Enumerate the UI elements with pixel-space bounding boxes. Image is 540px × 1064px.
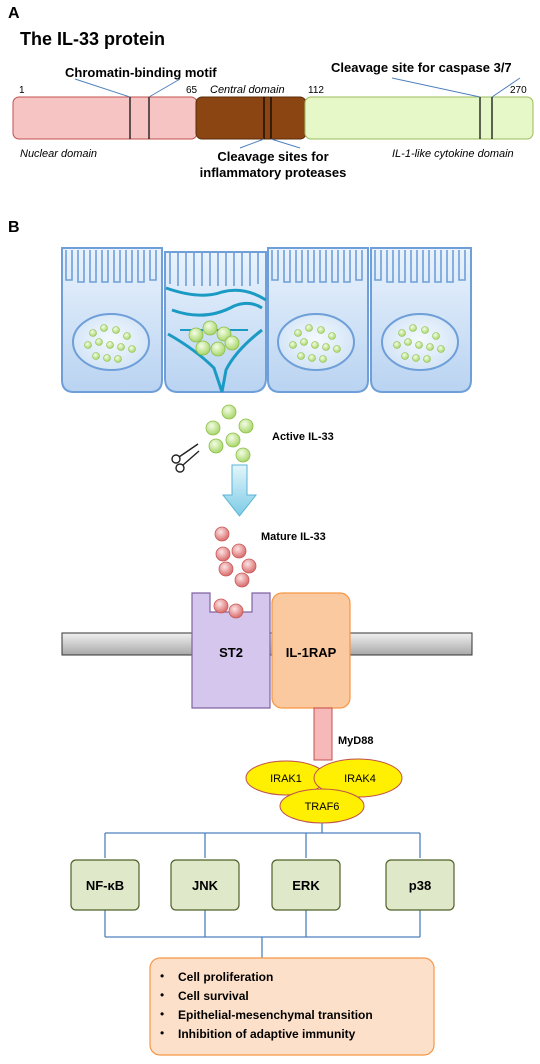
kinase-box-jnk (170, 859, 240, 911)
kinase-box-erk (271, 859, 341, 911)
central-domain-label: Central domain (210, 84, 285, 96)
protease-sites-label-line1: Cleavage sites for (217, 149, 328, 164)
active-il33-particles (205, 404, 254, 463)
down-arrow-icon (221, 464, 258, 517)
cytokine-domain-bar (304, 96, 534, 140)
svg-text:•: • (160, 988, 164, 1002)
st2-label: ST2 (219, 645, 243, 660)
signaling-branch-lines (104, 823, 421, 958)
svg-text:•: • (160, 1026, 164, 1040)
svg-text:•: • (160, 1007, 164, 1021)
protease-sites-label-line2: inflammatory proteases (200, 165, 347, 180)
position-112: 112 (308, 85, 324, 96)
svg-text:•: • (160, 969, 164, 983)
traf6-label: TRAF6 (305, 801, 340, 813)
central-domain-bar (195, 96, 307, 140)
nuclear-domain-bar (12, 96, 198, 140)
nuclear-domain-label: Nuclear domain (20, 148, 97, 160)
outcome-bullets: • • • • (160, 969, 164, 1040)
il1rap-receptor (271, 592, 351, 709)
protease-callout-line-1 (239, 138, 265, 149)
nuclear-il33-granules (84, 324, 445, 363)
kinase-box-nfkb (70, 859, 140, 911)
il33-protein-title: The IL-33 protein (20, 29, 165, 49)
epithelial-cell-1 (61, 247, 163, 393)
released-il33-granules (188, 320, 240, 357)
kinase-box-p38 (385, 859, 455, 911)
outcome-item: Cell proliferation (178, 970, 273, 984)
epithelial-cell-3 (267, 247, 369, 393)
kinase-label-p38: p38 (409, 878, 431, 893)
epithelial-cell-damaged (164, 251, 267, 393)
caspase-callout-line-1 (391, 77, 481, 98)
outcome-item: Inhibition of adaptive immunity (178, 1027, 356, 1041)
active-il33-label: Active IL-33 (272, 431, 334, 443)
protease-callout-line-2 (270, 138, 301, 149)
bound-il33-particles (213, 598, 244, 619)
irak1-label: IRAK1 (270, 773, 302, 785)
panel-b-letter: B (8, 219, 20, 236)
myd88-adaptor (313, 707, 333, 761)
kinase-label-jnk: JNK (192, 878, 219, 893)
chromatin-callout-line-1 (74, 78, 131, 98)
cellular-outcomes-box (149, 957, 435, 1056)
outcome-item: Cell survival (178, 989, 249, 1003)
kinase-label-erk: ERK (292, 878, 320, 893)
st2-receptor (191, 592, 271, 709)
chromatin-callout-line-2 (148, 78, 181, 98)
irak4-label: IRAK4 (344, 773, 376, 785)
position-65: 65 (186, 85, 198, 96)
caspase-callout-line-2 (491, 77, 521, 98)
panel-a-letter: A (8, 5, 20, 22)
scissors-icon (171, 443, 200, 473)
mature-il33-label: Mature IL-33 (261, 531, 326, 543)
outcome-item: Epithelial-mesenchymal transition (178, 1008, 373, 1022)
myd88-label: MyD88 (338, 735, 373, 747)
caspase-site-label: Cleavage site for caspase 3/7 (331, 60, 512, 75)
cytokine-domain-label: IL-1-like cytokine domain (392, 148, 514, 160)
position-1: 1 (19, 85, 25, 96)
il1rap-label: IL-1RAP (286, 645, 337, 660)
epithelial-cell-4 (370, 247, 472, 393)
mature-il33-particles (214, 526, 257, 588)
position-270: 270 (510, 85, 527, 96)
chromatin-motif-label: Chromatin-binding motif (65, 65, 217, 80)
kinase-label-nfkb: NF-κB (86, 878, 124, 893)
